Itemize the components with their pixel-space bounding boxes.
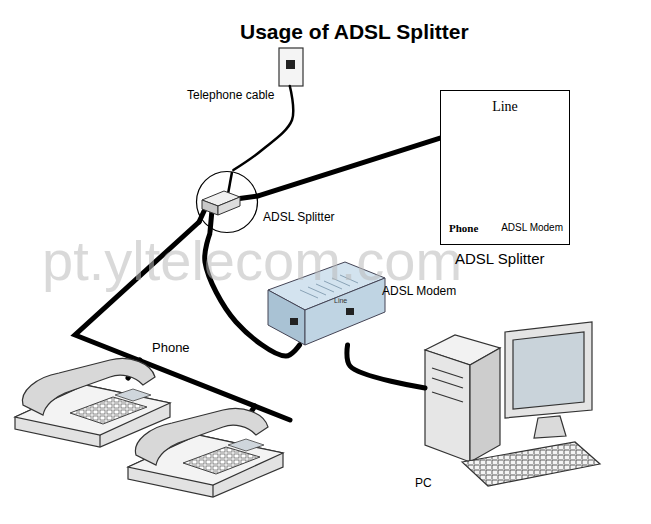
pc-computer-part xyxy=(432,378,463,388)
pc-computer-part xyxy=(462,442,600,486)
wire-label: Phone xyxy=(152,340,190,355)
modem-device-part xyxy=(268,290,305,345)
pc-node: PC xyxy=(425,320,603,490)
watermark: pt.yltelecom.com xyxy=(42,228,462,293)
node-text: Phone xyxy=(449,222,478,234)
zoom-circle-outline xyxy=(197,172,258,233)
node-text: ADSL Modem xyxy=(501,222,563,233)
cable xyxy=(347,345,425,388)
node-text: PC xyxy=(415,476,432,490)
wall-jack xyxy=(279,48,303,86)
node-text: Telephone cable xyxy=(187,88,274,102)
modem-node: ADSL Modem xyxy=(268,262,385,345)
pc-computer xyxy=(425,322,600,486)
splitter-device-part xyxy=(218,197,240,215)
pc-computer-part xyxy=(534,416,566,438)
telephone xyxy=(128,409,283,497)
pc-computer-part xyxy=(505,322,592,418)
node-text: Line xyxy=(441,99,569,115)
diagram-title: Usage of ADSL Splitter xyxy=(240,20,469,44)
node-text: ADSL Modem xyxy=(382,284,456,298)
wall-jack-part xyxy=(279,48,303,86)
pc-computer-part xyxy=(470,348,500,462)
pc-computer-part xyxy=(513,332,584,409)
splitter-device-part xyxy=(228,172,232,194)
pc-computer-part xyxy=(425,350,470,462)
wall-jack-node: Telephone cable xyxy=(279,48,303,86)
splitter-node: ADSL Splitter xyxy=(195,170,259,234)
modem-device-part xyxy=(290,318,298,325)
splitter-device-part xyxy=(202,200,218,215)
cable xyxy=(259,138,440,196)
wall-jack-part xyxy=(286,60,295,69)
port-label: Line xyxy=(334,297,347,304)
node-text: ADSL Splitter xyxy=(455,250,544,267)
pc-computer-part xyxy=(432,392,463,402)
modem-device-part xyxy=(346,308,354,315)
zoom-circle xyxy=(195,170,259,234)
pc-computer-part xyxy=(432,368,463,378)
node-text: ADSL Splitter xyxy=(263,210,335,224)
inset-box: LinePhoneADSL ModemADSL Splitter xyxy=(440,90,570,245)
